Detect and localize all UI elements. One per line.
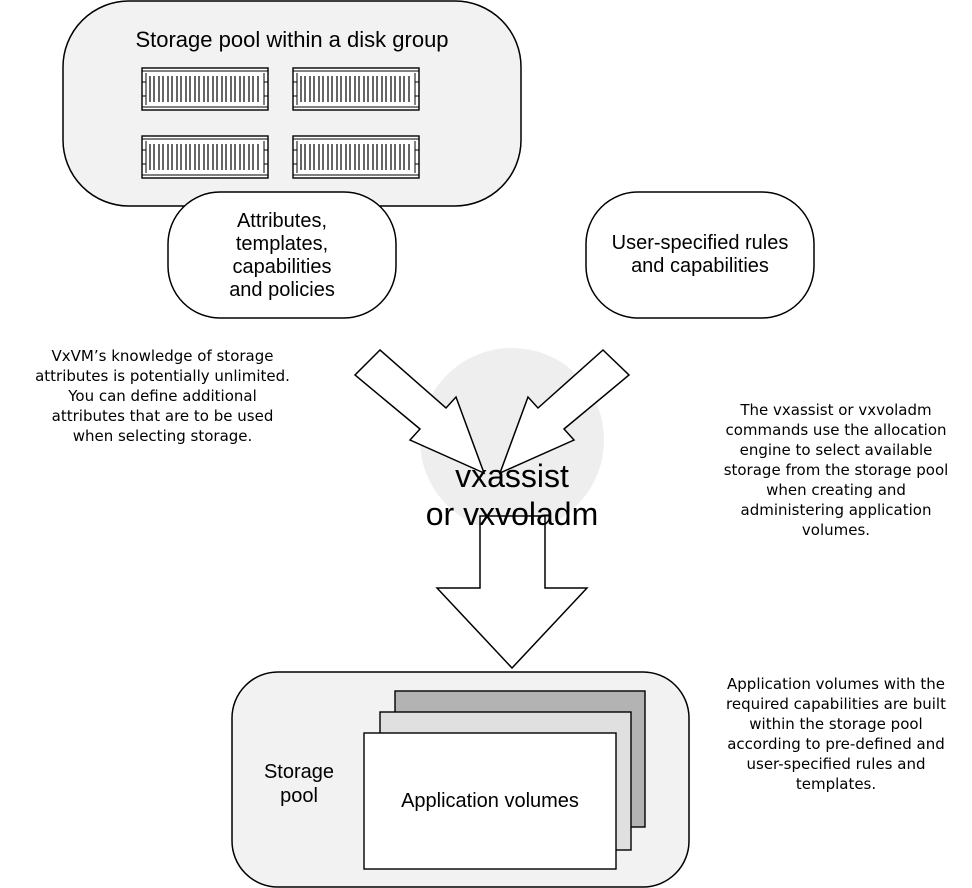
- volume-card-front: [363, 732, 617, 870]
- user-rules-line: User-specified rules: [611, 232, 789, 254]
- note-line: when selecting storage.: [72, 427, 253, 445]
- disk-array-icon: [141, 67, 269, 111]
- note-line: templates.: [795, 775, 877, 793]
- attributes-line: capabilities: [232, 256, 332, 278]
- bottom-right-note: Application volumes with the required ca…: [700, 674, 972, 794]
- storage-pool-label: Storage pool: [240, 760, 358, 808]
- note-line: user-specified rules and: [746, 755, 926, 773]
- attributes-box: [167, 191, 397, 319]
- down-arrow: [435, 515, 589, 670]
- note-line: storage from the storage pool: [723, 461, 949, 479]
- note-line: engine to select available: [739, 441, 933, 459]
- attributes-line: and policies: [229, 279, 335, 301]
- note-line: Application volumes with the: [727, 675, 945, 693]
- engine-label: vxassist or vxvoladm: [382, 457, 642, 533]
- user-rules-line: and capabilities: [631, 255, 769, 277]
- application-volumes-label: Application volumes: [401, 790, 579, 812]
- attributes-box-label: Attributes, templates, capabilities and …: [168, 210, 396, 302]
- user-rules-box-label: User-specified rules and capabilities: [586, 232, 814, 278]
- note-line: commands use the allocation: [725, 421, 947, 439]
- storage-pool-line: pool: [280, 785, 318, 807]
- note-line: attributes that are to be used: [51, 407, 274, 425]
- note-line: attributes is potentially unlimited.: [35, 367, 290, 385]
- engine-line: or vxvoladm: [425, 496, 599, 532]
- disk-array-icon: [141, 135, 269, 179]
- right-note: The vxassist or vxvoladm commands use th…: [700, 400, 972, 540]
- note-line: within the storage pool: [749, 715, 923, 733]
- user-rules-box: [585, 191, 815, 319]
- note-line: VxVM’s knowledge of storage: [51, 347, 274, 365]
- note-line: administering application: [740, 501, 932, 519]
- note-line: The vxassist or vxvoladm: [740, 401, 932, 419]
- storage-pool-line: Storage: [263, 761, 335, 783]
- note-line: according to pre-defined and: [727, 735, 945, 753]
- note-line: You can define additional: [68, 387, 257, 405]
- disk-array-icon: [292, 135, 420, 179]
- attributes-line: Attributes,: [236, 210, 328, 232]
- note-line: when creating and: [766, 481, 906, 499]
- note-line: volumes.: [801, 521, 871, 539]
- engine-line: vxassist: [455, 458, 569, 494]
- left-note: VxVM’s knowledge of storage attributes i…: [0, 346, 325, 446]
- disk-group-pool-title: Storage pool within a disk group: [135, 27, 449, 52]
- attributes-line: templates,: [235, 233, 329, 255]
- disk-array-icon: [292, 67, 420, 111]
- right-input-arrow: [498, 348, 631, 475]
- left-input-arrow: [353, 348, 486, 475]
- note-line: required capabilities are built: [726, 695, 946, 713]
